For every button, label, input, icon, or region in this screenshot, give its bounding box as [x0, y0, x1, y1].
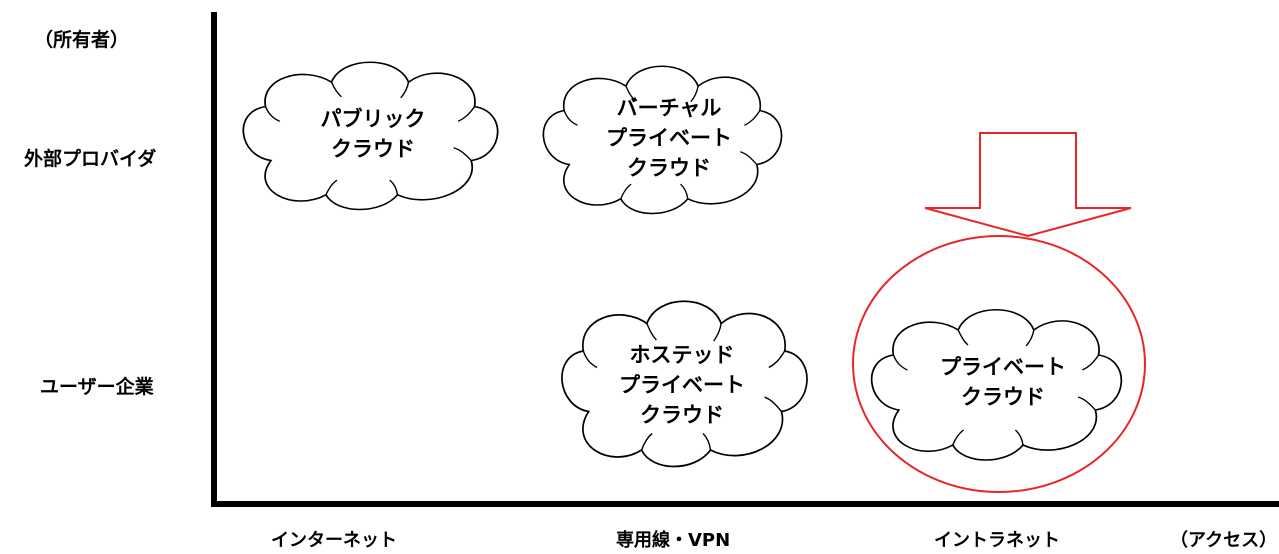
- cloud-text-line: パブリック: [320, 107, 426, 131]
- cloud-text-line: クラウド: [961, 385, 1045, 409]
- cloud-shape-private: [870, 309, 1123, 461]
- cloud-virtual-private: バーチャル プライベート クラウド: [584, 93, 754, 183]
- cloud-private: プライベート クラウド: [918, 352, 1088, 412]
- cloud-public: パブリック クラウド: [298, 104, 448, 164]
- cloud-text-line: バーチャル: [616, 96, 722, 120]
- cloud-shape-hosted-private: [561, 300, 808, 468]
- cloud-text-line: ホステッド: [629, 343, 735, 367]
- cloud-text-line: プライベート: [940, 355, 1066, 379]
- x-label-dedicated-line-vpn: 専用線・VPN: [616, 530, 731, 551]
- access-axis-label: （アクセス）: [1170, 530, 1278, 551]
- y-label-external-provider: 外部プロバイダ: [24, 148, 157, 170]
- down-arrow-icon: [924, 132, 1132, 238]
- x-label-intranet: イントラネット: [934, 530, 1060, 551]
- highlight-ellipse: [852, 235, 1146, 493]
- cloud-shape-virtual-private: [542, 65, 783, 215]
- cloud-shape-public: [242, 61, 499, 211]
- cloud-text-line: プライベート: [606, 126, 732, 150]
- cloud-hosted-private: ホステッド プライベート クラウド: [597, 340, 767, 430]
- cloud-text-line: クラウド: [640, 403, 724, 427]
- owner-axis-label: （所有者）: [34, 29, 130, 51]
- x-label-internet: インターネット: [271, 530, 397, 551]
- cloud-text-line: クラウド: [331, 137, 415, 161]
- y-label-user-company: ユーザー企業: [40, 376, 154, 398]
- cloud-text-line: クラウド: [627, 156, 711, 180]
- cloud-text-line: プライベート: [619, 373, 745, 397]
